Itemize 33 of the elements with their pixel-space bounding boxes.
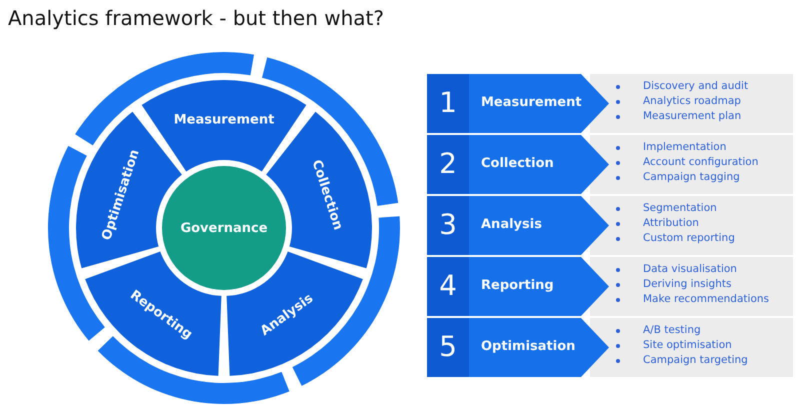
bullet-item: Campaign tagging <box>616 170 793 185</box>
segment-label: Measurement <box>174 112 274 128</box>
step-title: Analysis <box>481 217 542 232</box>
bullet-panel <box>590 74 793 133</box>
bullet-item: Data visualisation <box>616 262 793 277</box>
step-number: 2 <box>438 147 458 180</box>
bullet-item: Analytics roadmap <box>616 94 793 109</box>
bullet-item: Campaign targeting <box>616 353 793 368</box>
diagram-title: Analytics framework - but then what? <box>8 6 384 30</box>
bullet-item: Segmentation <box>616 201 793 216</box>
bullet-item: Make recommendations <box>616 292 793 307</box>
bullet-item: Account configuration <box>616 155 793 170</box>
bullet-item: Custom reporting <box>616 231 793 246</box>
bullet-item: Attribution <box>616 216 793 231</box>
step-title: Collection <box>481 156 554 171</box>
bullet-item: Site optimisation <box>616 338 793 353</box>
step-number: 4 <box>438 269 458 302</box>
bullet-item: A/B testing <box>616 323 793 338</box>
center-label: Governance <box>180 220 268 236</box>
step-number: 3 <box>438 208 458 241</box>
bullet-panel <box>590 196 793 255</box>
step-title: Optimisation <box>481 339 576 354</box>
bullet-panel <box>590 135 793 194</box>
bullet-item: Measurement plan <box>616 109 793 124</box>
step-number: 5 <box>438 330 458 363</box>
bullet-item: Implementation <box>616 140 793 155</box>
bullet-item: Deriving insights <box>616 277 793 292</box>
bullet-item: Discovery and audit <box>616 79 793 94</box>
step-number: 1 <box>438 86 458 119</box>
bullet-panel <box>590 318 793 377</box>
bullet-panel <box>590 257 793 316</box>
step-title: Reporting <box>481 278 554 293</box>
step-title: Measurement <box>481 95 582 110</box>
